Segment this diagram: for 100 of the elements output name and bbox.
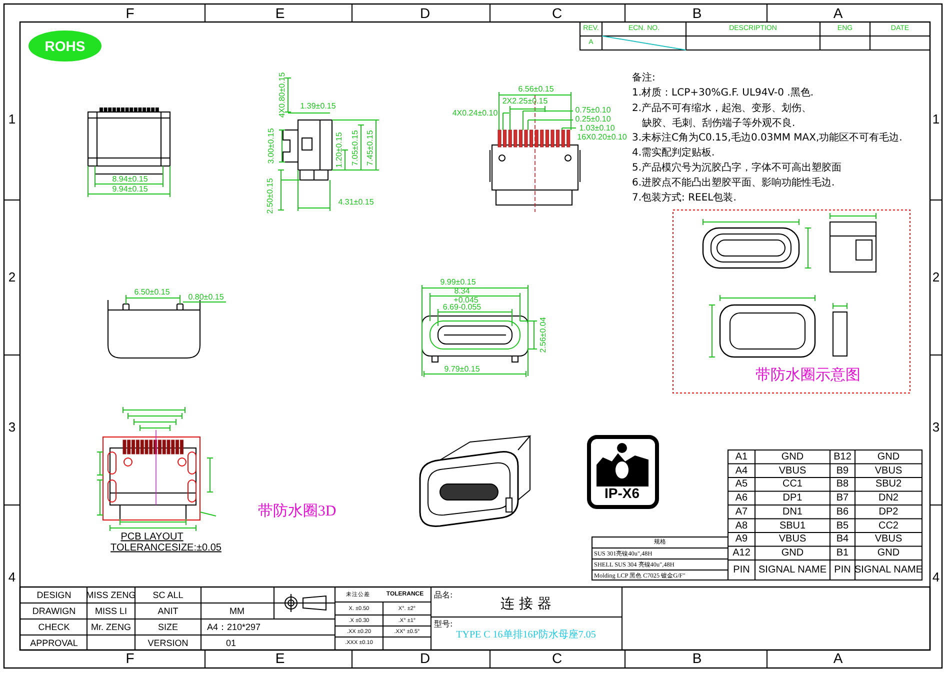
zone-number: 2 bbox=[8, 270, 16, 286]
signal-name: VBUS bbox=[874, 464, 902, 476]
pin-number: A5 bbox=[735, 478, 748, 490]
dimension-label: 4.31±0.15 bbox=[338, 197, 374, 207]
zone-letter: F bbox=[126, 650, 134, 666]
zone-letter: E bbox=[275, 4, 285, 22]
detail-caption: 带防水圈示意图 bbox=[756, 367, 860, 385]
pin-number: A6 bbox=[735, 492, 748, 504]
dimension-label: 9.94±0.15 bbox=[112, 184, 148, 194]
field-value: Mr. ZENG bbox=[91, 622, 131, 632]
dimension-label: 8.94±0.15 bbox=[112, 174, 148, 184]
signal-name: GND bbox=[877, 451, 900, 463]
signal-name: GND bbox=[781, 547, 804, 559]
note-text: 7.包装方式: REEL包装. bbox=[632, 192, 736, 204]
dimension-label: 2.56±0.04 bbox=[538, 317, 548, 353]
pin-number: A12 bbox=[732, 547, 750, 559]
signal-name: DP1 bbox=[782, 492, 802, 504]
dimension-label: +0.045 bbox=[454, 295, 478, 304]
view-caption: 带防水圈3D bbox=[258, 503, 336, 521]
column-heading: PIN bbox=[834, 564, 851, 576]
dimension-label: 3.00±0.15 bbox=[266, 128, 276, 164]
column-heading: SIGNAL NAME bbox=[758, 564, 826, 576]
field-label: SC ALL bbox=[152, 590, 184, 600]
signal-name: CC1 bbox=[782, 478, 802, 490]
dimension-label: 2X2.25±0.15 bbox=[502, 96, 548, 106]
pin-number: A9 bbox=[735, 534, 748, 546]
zone-number: 3 bbox=[8, 420, 16, 436]
pin-number: A7 bbox=[735, 506, 748, 518]
dimension-label: 1.39±0.15 bbox=[300, 101, 336, 111]
signal-name: SBU2 bbox=[875, 478, 902, 490]
field-label: VERSION bbox=[148, 637, 188, 648]
column-heading: SIGNAL NAME bbox=[854, 564, 922, 576]
signal-name: VBUS bbox=[778, 534, 806, 546]
product-name: 连 接 器 bbox=[500, 596, 552, 612]
zone-number: 4 bbox=[8, 570, 16, 586]
field-label: DRAWIGN bbox=[32, 606, 76, 616]
rohs-label: ROHS bbox=[44, 38, 86, 54]
zone-letter: C bbox=[552, 4, 562, 22]
pin-number: A1 bbox=[735, 451, 748, 463]
signal-name: CC2 bbox=[878, 520, 898, 532]
signal-name: DN1 bbox=[782, 506, 802, 518]
dimension-label: 2.50±0.15 bbox=[265, 178, 275, 214]
dimension-label: 9.99±0.15 bbox=[440, 277, 476, 287]
field-value: MM bbox=[230, 606, 244, 616]
field-label: SIZE bbox=[158, 622, 178, 632]
signal-name: VBUS bbox=[874, 534, 902, 546]
zone-number: 1 bbox=[8, 112, 16, 128]
field-label: APPROVAL bbox=[30, 637, 78, 648]
field-label: CHECK bbox=[38, 622, 70, 632]
dimension-label: 16X0.20±0.10 bbox=[577, 132, 627, 142]
field-label: ANIT bbox=[158, 606, 178, 616]
rating-label: IP-X6 bbox=[604, 484, 640, 502]
zone-letter: A bbox=[833, 4, 843, 22]
signal-name: VBUS bbox=[778, 464, 806, 476]
dimension-label: 0.25±0.10 bbox=[575, 114, 611, 124]
model-number: TYPE C 16单排16P防水母座7.05 bbox=[456, 629, 596, 641]
note-text: 5.产品模穴号为沉胶凸字，字体不可高出塑胶面 bbox=[632, 162, 842, 174]
zone-letter: C bbox=[552, 650, 562, 666]
dimension-label: 6.56±0.15 bbox=[518, 84, 554, 94]
field-label: DESIGN bbox=[36, 590, 72, 600]
field-value: A4：210*297 bbox=[207, 622, 261, 632]
pin-number: B4 bbox=[836, 534, 849, 546]
dimension-label: 1.03±0.10 bbox=[579, 123, 615, 133]
dimension-label: 7.05±0.15 bbox=[350, 130, 360, 166]
pin-number: B9 bbox=[836, 464, 849, 476]
dimension-label: 4X0.24±0.10 bbox=[452, 108, 498, 118]
zone-number: 4 bbox=[932, 570, 940, 586]
pin-number: B5 bbox=[836, 520, 849, 532]
note-text: 3.未标注C角为C0.15,毛边0.03MM MAX,功能区不可有毛边. bbox=[632, 132, 902, 144]
zone-letter: D bbox=[420, 4, 430, 22]
signal-name: DP2 bbox=[878, 506, 898, 518]
signal-name: GND bbox=[781, 451, 804, 463]
note-text: 4.需实配判定贴板. bbox=[632, 147, 715, 159]
note-text: 2.产品不可有缩水，起泡、变形、划伤、缺胶、毛刺、刮伤端子等外观不良. bbox=[632, 102, 813, 131]
note-heading: 备注: bbox=[632, 72, 656, 84]
note-text: 6.进胶点不能凸出塑胶平面、影响功能性毛边. bbox=[632, 177, 835, 189]
dimension-label: 9.79±0.15 bbox=[444, 364, 480, 374]
pin-number: B1 bbox=[836, 547, 849, 559]
zone-letter: B bbox=[692, 4, 702, 22]
signal-name: GND bbox=[877, 547, 900, 559]
signal-name: SBU1 bbox=[779, 520, 806, 532]
dimension-label: 7.45±0.15 bbox=[365, 130, 375, 166]
field-label: 品名: bbox=[434, 590, 453, 600]
pin-number: A4 bbox=[735, 464, 748, 476]
pin-number: B6 bbox=[836, 506, 849, 518]
zone-number: 2 bbox=[932, 270, 940, 286]
signal-name: DN2 bbox=[878, 492, 898, 504]
pin-number: B12 bbox=[834, 451, 852, 463]
dimension-label: 6.69-0.055 bbox=[442, 302, 482, 312]
zone-letter: D bbox=[420, 650, 430, 666]
zone-number: 3 bbox=[932, 420, 940, 436]
zone-letter: B bbox=[692, 650, 702, 666]
dimension-label: 4X0.80±0.15 bbox=[277, 72, 287, 118]
zone-letter: E bbox=[275, 650, 285, 666]
field-value: 01 bbox=[226, 637, 236, 648]
pin-number: B7 bbox=[836, 492, 849, 504]
dimension-label: 1.20±0.15 bbox=[334, 132, 344, 168]
column-heading: PIN bbox=[733, 564, 750, 576]
tolerance-note: TOLERANCESIZE:±0.05 bbox=[110, 542, 222, 554]
view-title: PCB LAYOUT bbox=[120, 531, 184, 543]
